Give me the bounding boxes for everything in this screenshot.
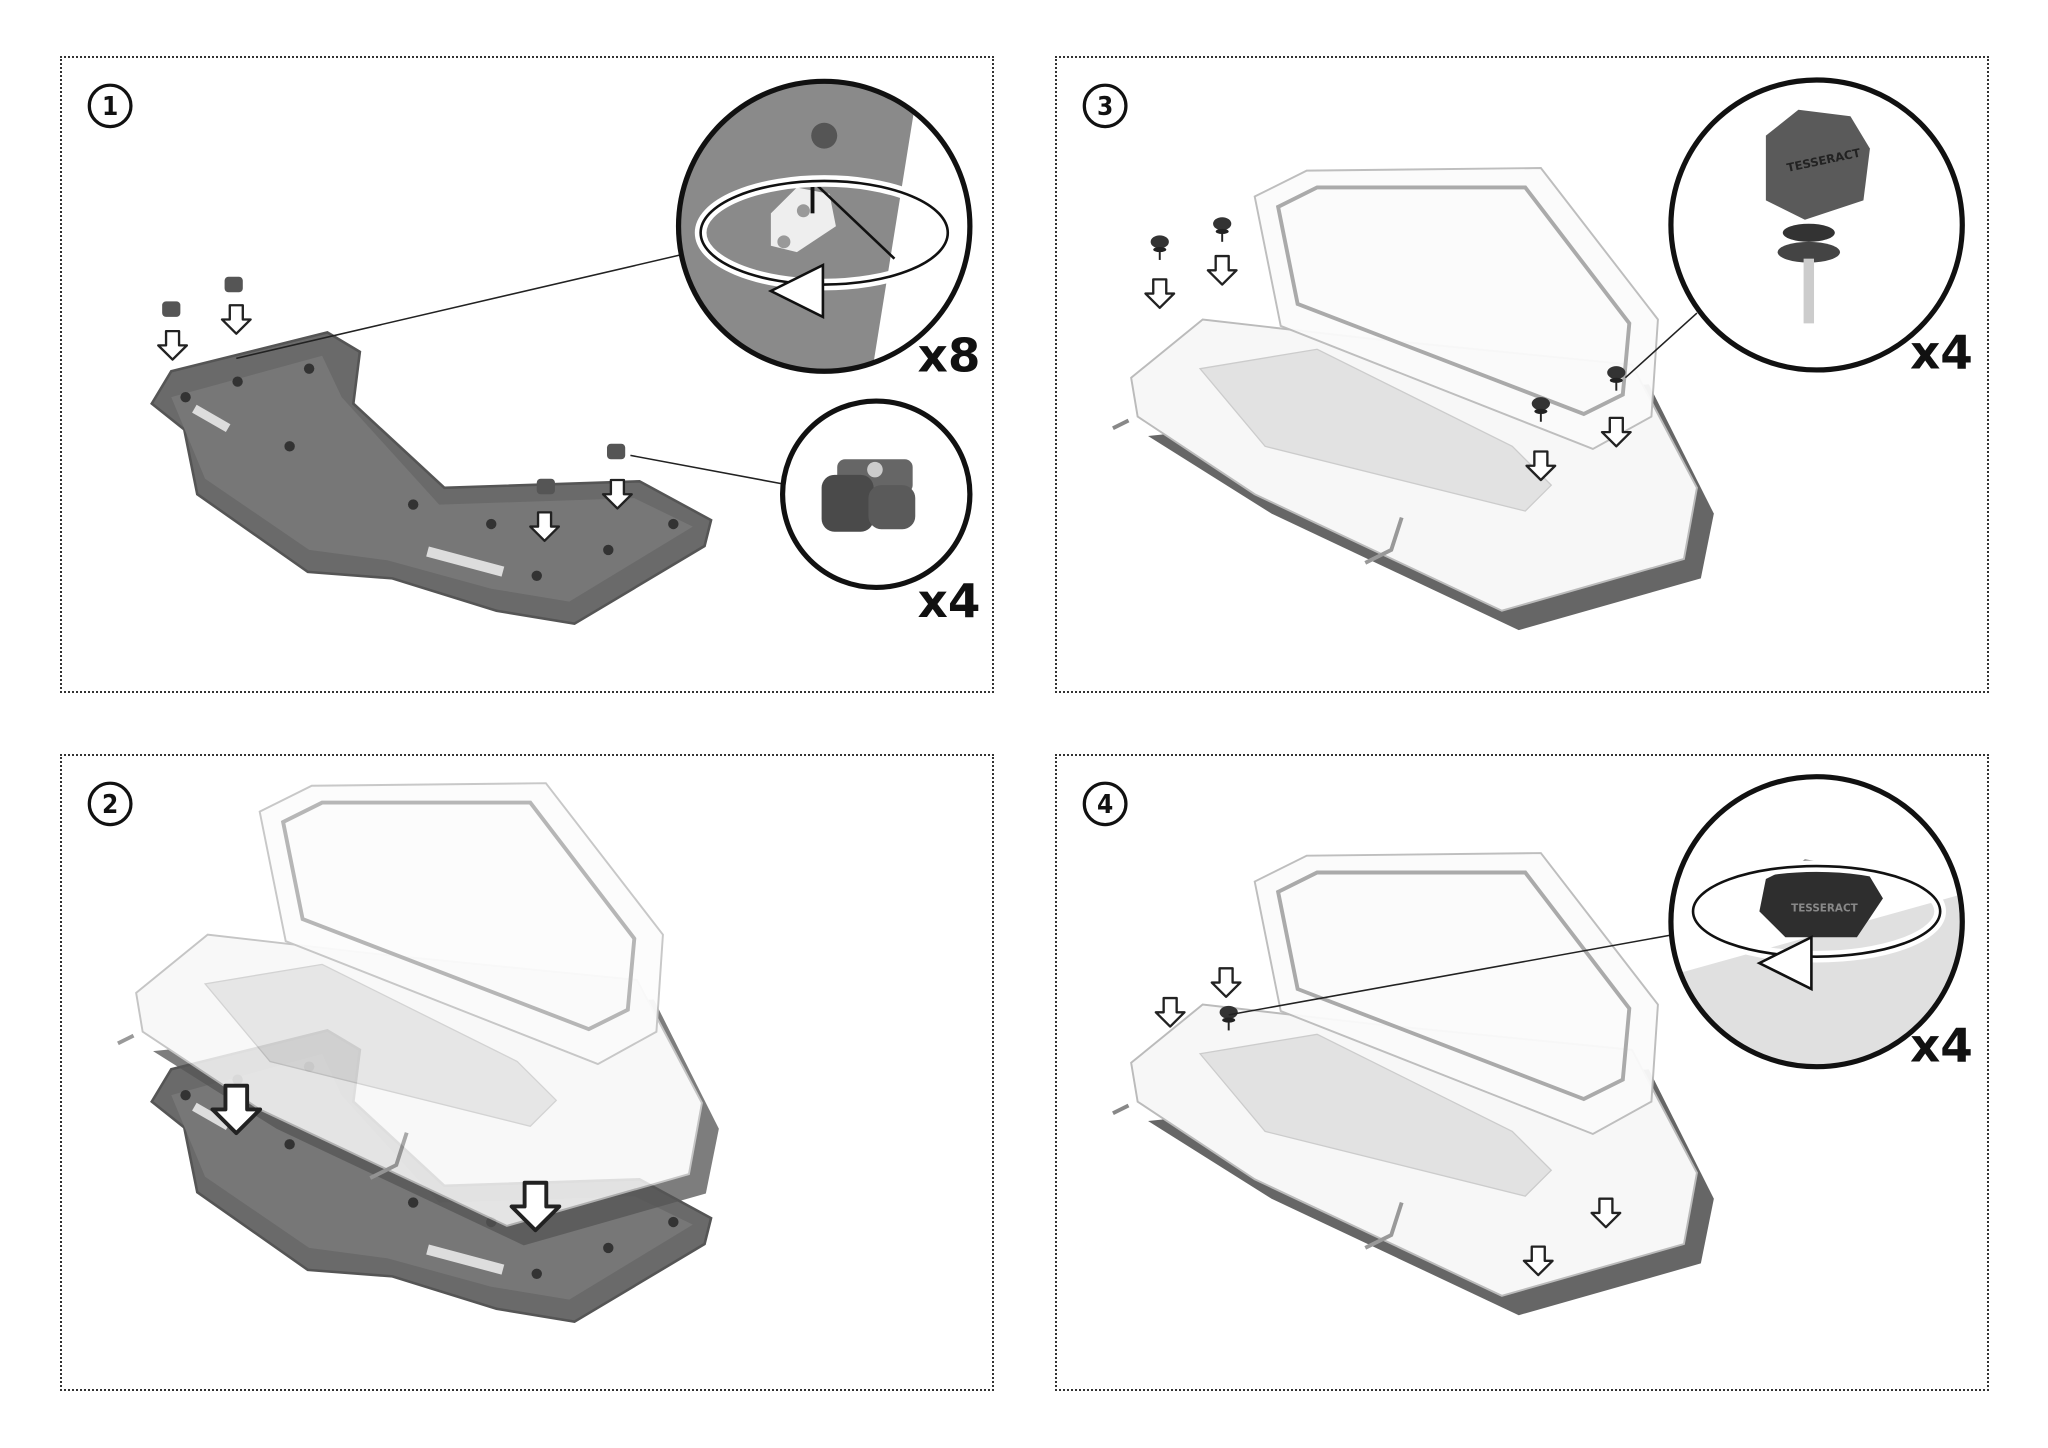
leader-line [630,454,783,485]
leader-line [1228,933,1674,1016]
svg-text:3: 3 [1097,92,1113,122]
step-number-badge: 2 [87,781,133,827]
detail-circle-knob: TESSERACT [1668,77,1965,373]
quantity-label: x8 [918,329,981,383]
quantity-label: x4 [1910,1020,1973,1074]
top-case [1110,166,1716,633]
top-case [1110,851,1716,1318]
quantity-label: x4 [918,575,981,629]
detail-circle-spacer [779,398,973,591]
step-2-panel: 2 [60,754,994,1391]
logo-text: TESSERACT [1791,902,1859,914]
leader-line [236,254,682,360]
step-number-badge: 3 [1082,83,1128,129]
step-4-panel: 4 TESSERACT x4 [1055,754,1989,1391]
mounting-plate [150,331,713,625]
spacer-part [162,276,626,495]
step-number-badge: 1 [87,83,133,129]
step-1-panel: 1 [60,56,994,693]
svg-text:4: 4 [1097,790,1113,820]
step-number-badge: 4 [1082,781,1128,827]
leader-line [1624,312,1698,379]
svg-text:1: 1 [102,92,118,122]
quantity-label: x4 [1910,327,1973,381]
svg-text:2: 2 [102,790,118,820]
step-3-panel: 3 TESSERACT x4 [1055,56,1989,693]
